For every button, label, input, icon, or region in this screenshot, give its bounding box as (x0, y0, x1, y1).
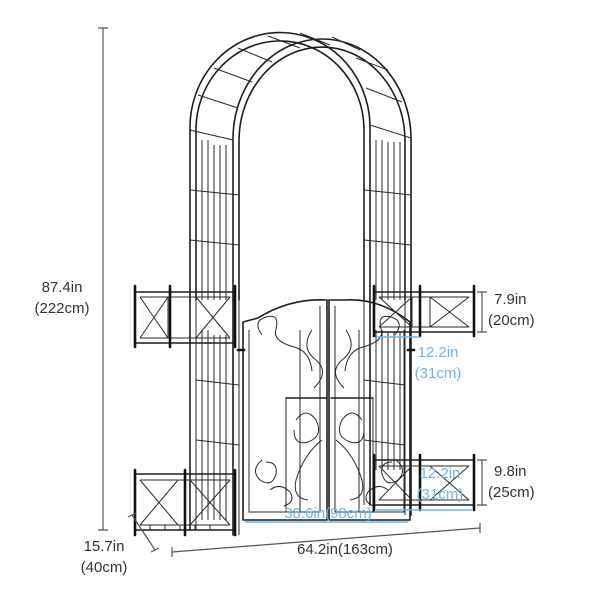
depth-imperial-label: 15.7in (84, 538, 125, 555)
lower-planter-width-metric-label: (31cm) (417, 486, 464, 503)
lower-left-planter (133, 468, 237, 537)
width-label: 64.2in(163cm) (297, 541, 393, 558)
lower-right-planter (372, 453, 476, 512)
gate-width-label: 38.6in(98cm) (284, 505, 372, 522)
upper-left-planter (133, 284, 237, 349)
depth-metric-label: (40cm) (81, 559, 128, 576)
height-metric-label: (222cm) (34, 300, 89, 317)
upper-planter-width-metric-label: (31cm) (415, 365, 462, 382)
lower-planter-width-imperial-label: 12.2in (420, 465, 461, 482)
upper-planter-height-metric-label: (20cm) (488, 312, 535, 329)
dimension-lines (98, 27, 487, 557)
upper-planter-height-imperial-label: 7.9in (494, 291, 527, 308)
upper-right-planter (372, 284, 476, 338)
upper-planter-width-imperial-label: 12.2in (418, 344, 459, 361)
height-imperial-label: 87.4in (42, 279, 83, 296)
lower-planter-height-imperial-label: 9.8in (494, 463, 527, 480)
arch-frame (189, 31, 412, 536)
lower-planter-height-metric-label: (25cm) (488, 484, 535, 501)
